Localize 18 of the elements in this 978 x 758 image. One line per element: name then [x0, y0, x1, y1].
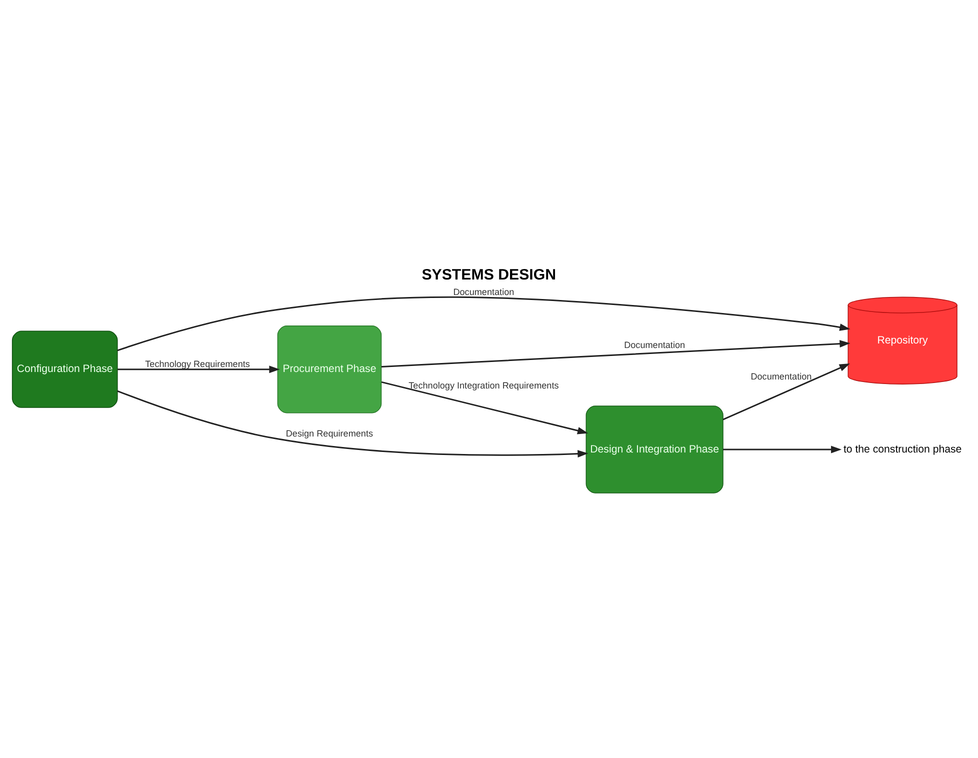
arrow [381, 340, 850, 368]
node-box: Procurement Phase [277, 326, 382, 414]
edge-label: Technology Requirements [145, 358, 250, 369]
arrow [117, 390, 588, 458]
edge-label: Documentation [624, 340, 686, 350]
node-box: Configuration Phase [12, 330, 118, 408]
arrow [722, 364, 850, 420]
arrow [117, 296, 850, 352]
edge-label: Design Requirements [286, 428, 374, 438]
arrow [118, 366, 280, 374]
diagram-title: SYSTEMS DESIGN [422, 266, 556, 284]
arrow [723, 446, 842, 454]
edge-label: Documentation [750, 372, 812, 382]
node-text: to the construction phase [843, 443, 962, 456]
node-box: Design & Integration Phase [586, 406, 724, 494]
edge-label: Technology Integration Requirements [408, 380, 559, 391]
arrow [381, 381, 588, 434]
edge-label: Documentation [453, 286, 514, 297]
